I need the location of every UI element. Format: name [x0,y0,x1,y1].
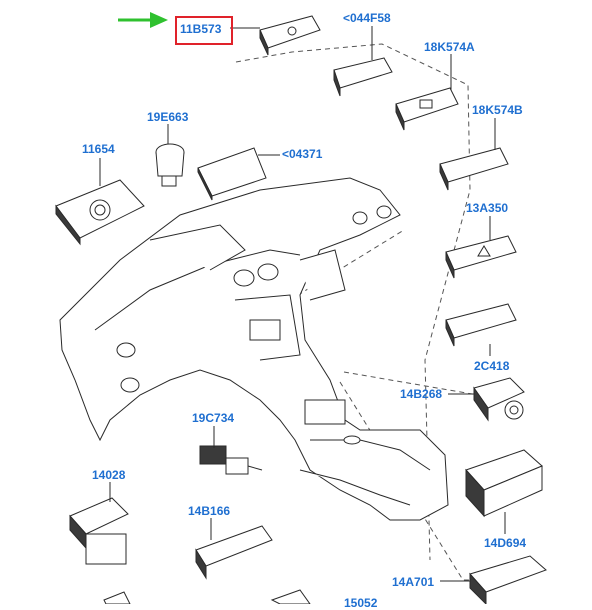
part-11654-light-switch[interactable] [55,179,145,246]
label-11B573[interactable]: 11B573 [180,22,222,36]
part-18K574A-switch[interactable] [395,87,459,131]
label-14028[interactable]: 14028 [92,468,126,482]
label-044F58[interactable]: <044F58 [343,11,391,25]
part-19E663-socket[interactable] [155,143,185,187]
highlight-box-11B573 [175,16,233,45]
part-2C418-switch[interactable] [445,303,517,347]
part-11B573-switch[interactable] [259,15,321,56]
label-19C734[interactable]: 19C734 [192,411,235,425]
label-15052[interactable]: 15052 [344,596,378,610]
label-14B166[interactable]: 14B166 [188,504,231,518]
label-18K574B[interactable]: 18K574B [472,103,523,117]
partial-part-lower-left [103,591,131,604]
part-04371-panel[interactable] [197,147,267,201]
label-2C418[interactable]: 2C418 [474,359,510,373]
dashboard-assembly [59,177,449,521]
label-11654[interactable]: 11654 [82,142,115,156]
label-13A350[interactable]: 13A350 [466,201,509,215]
part-044F58-blank-panel[interactable] [333,57,393,97]
part-13A350-hazard-switch[interactable] [445,235,517,279]
label-14B268[interactable]: 14B268 [400,387,443,401]
label-19E663[interactable]: 19E663 [147,110,189,124]
leader-lines [99,26,506,582]
label-14A701[interactable]: 14A701 [392,575,435,589]
pointer-arrow-icon [118,12,168,28]
part-15052[interactable] [270,589,311,604]
part-14B268-start-button[interactable] [473,377,525,422]
part-18K574B-switch[interactable] [439,147,509,191]
label-04371[interactable]: <04371 [282,147,323,161]
part-14B166-switch-panel[interactable] [195,525,273,580]
part-14D694-seat-switch-panel[interactable] [465,449,543,518]
part-14A701-switch-panel[interactable] [469,555,547,604]
part-14028-switch[interactable] [69,497,129,565]
part-19C734-harness[interactable] [199,445,263,475]
label-14D694[interactable]: 14D694 [484,536,527,550]
label-18K574A[interactable]: 18K574A [424,40,475,54]
